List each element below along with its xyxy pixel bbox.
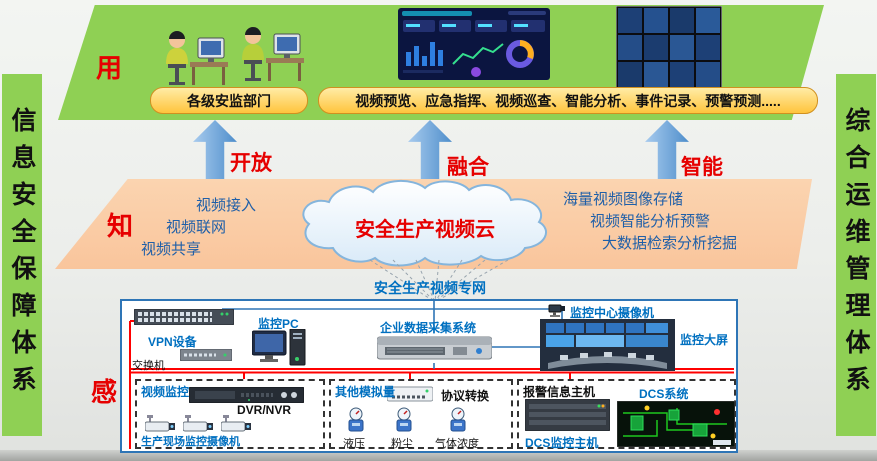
sensor-label-gas: 气体浓度 xyxy=(435,438,479,450)
right-banner-text: 综合运维管理体系 xyxy=(842,107,870,403)
capability-mass-storage: 海量视频图像存储 xyxy=(563,191,684,208)
protocol-converter-label: 协议转换 xyxy=(441,389,490,403)
cctv-camera-icon xyxy=(221,415,251,432)
dcs-host-label: DCS监控主机 xyxy=(525,436,599,450)
vpn-label: VPN设备 xyxy=(148,335,197,349)
switch-icon xyxy=(134,309,234,325)
arrow-label-intelligent: 智能 xyxy=(681,156,723,179)
control-room-illustration xyxy=(540,319,675,371)
sensor-label-hydraulic: 液压 xyxy=(343,438,365,450)
sense-layer-tag: 感 xyxy=(91,377,118,407)
perception-layer-panel: VPN设备 交换机 监控PC 企业数据采集系统 xyxy=(120,299,738,453)
vpn-device-icon xyxy=(180,349,232,361)
dcs-screen-illustration xyxy=(617,401,735,447)
left-banner-text: 信息安全保障体系 xyxy=(8,107,36,403)
video-wall-illustration xyxy=(616,6,722,96)
left-banner: 信息安全保障体系 xyxy=(2,74,42,436)
slide-edge xyxy=(0,450,877,461)
analog-group-box: 其他模拟量 协议转换 xyxy=(329,379,513,450)
dashboard-illustration xyxy=(398,8,550,80)
capability-video-networking: 视频联网 xyxy=(166,219,227,236)
capability-bigdata-mining: 大数据检索分析挖掘 xyxy=(602,235,738,252)
sensor-label-dust: 粉尘 xyxy=(391,438,413,450)
center-camera-icon xyxy=(548,304,565,317)
alarm-host-label: 报警信息主机 xyxy=(523,385,596,399)
functions-box: 视频预览、应急指挥、视频巡查、智能分析、事件记录、预警预测..... xyxy=(318,87,818,114)
functions-box-text: 视频预览、应急指挥、视频巡查、智能分析、事件记录、预警预测..... xyxy=(355,92,781,109)
arrow-label-fusion: 融合 xyxy=(447,156,489,179)
dcs-system-label: DCS系统 xyxy=(639,387,689,401)
sensor-icon xyxy=(348,407,364,432)
use-layer-tag: 用 xyxy=(96,53,123,83)
dcs-group-box: 报警信息主机 DCS监控主机 DCS系统 xyxy=(517,379,736,450)
know-layer-tag: 知 xyxy=(107,211,134,241)
cloud-shape xyxy=(302,180,547,267)
monitor-pc-label: 监控PC xyxy=(258,317,299,331)
monitor-pc-icon xyxy=(252,329,306,366)
sensor-icon xyxy=(450,407,466,432)
video-group-title: 视频监控 xyxy=(141,385,190,399)
private-network-label: 安全生产视频专网 xyxy=(374,280,486,296)
analog-group-title: 其他模拟量 xyxy=(335,385,396,399)
capability-ai-analysis: 视频智能分析预警 xyxy=(590,213,711,230)
operators-illustration xyxy=(166,27,304,85)
cloud-title: 安全生产视频云 xyxy=(355,219,495,241)
video-group-box: 视频监控 DVR/NVR xyxy=(135,379,325,449)
sensor-icon xyxy=(396,407,412,432)
department-box-text: 各级安监部门 xyxy=(187,92,271,109)
big-screen-label: 监控大屏 xyxy=(680,333,729,347)
center-camera-label: 监控中心摄像机 xyxy=(570,306,655,320)
department-box: 各级安监部门 xyxy=(150,87,308,114)
cctv-camera-icon xyxy=(145,415,175,432)
dvr-icon xyxy=(189,387,304,403)
up-arrow-fusion-icon xyxy=(408,120,452,179)
alarm-host-icon xyxy=(525,399,610,431)
dvr-label: DVR/NVR xyxy=(237,403,292,417)
arrow-label-open: 开放 xyxy=(230,152,272,175)
cctv-camera-icon xyxy=(183,415,213,432)
capability-video-sharing: 视频共享 xyxy=(141,241,202,258)
capability-video-access: 视频接入 xyxy=(196,197,257,214)
data-collector-icon xyxy=(377,336,492,360)
switch-label: 交换机 xyxy=(132,360,165,372)
protocol-converter-icon xyxy=(387,386,433,402)
network-fan-lines xyxy=(369,259,509,303)
data-collector-label: 企业数据采集系统 xyxy=(380,321,477,335)
right-banner: 综合运维管理体系 xyxy=(836,74,876,436)
site-cameras-label: 生产现场监控摄像机 xyxy=(141,436,240,448)
